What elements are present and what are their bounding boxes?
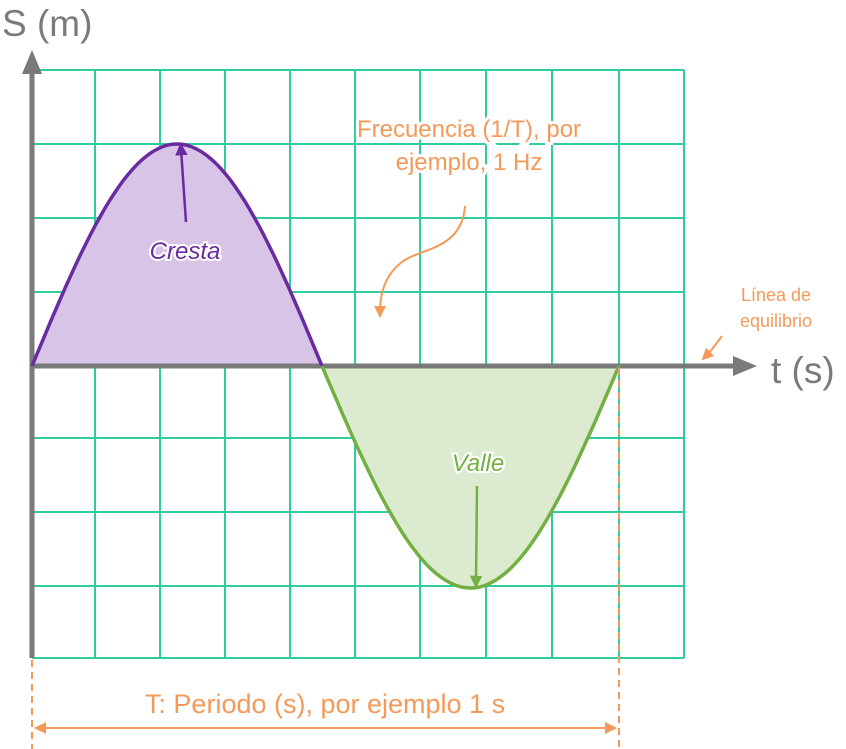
trough-pointer-arrow xyxy=(469,485,483,589)
equilibrium-pointer-arrow xyxy=(701,335,723,361)
trough-area xyxy=(322,366,619,588)
period-label: T: Periodo (s), por ejemplo 1 s xyxy=(145,689,505,719)
equilibrium-label-line1: Línea de xyxy=(741,285,811,305)
frequency-label-line2: ejemplo, 1 Hz xyxy=(396,149,543,176)
x-axis-label: t (s) xyxy=(771,350,835,391)
trough-label: Valle xyxy=(452,450,504,477)
crest-label: Cresta xyxy=(150,238,221,265)
y-axis-label: S (m) xyxy=(2,3,92,44)
x-axis-arrowhead xyxy=(733,356,757,376)
frequency-pointer-arrow xyxy=(374,205,466,318)
frequency-label-line1: Frecuencia (1/T), por xyxy=(357,116,581,143)
y-axis-arrowhead xyxy=(22,50,42,74)
crest-pointer-arrow xyxy=(175,142,188,223)
equilibrium-label-line2: equilibrio xyxy=(740,311,812,331)
crest-area xyxy=(32,144,322,366)
